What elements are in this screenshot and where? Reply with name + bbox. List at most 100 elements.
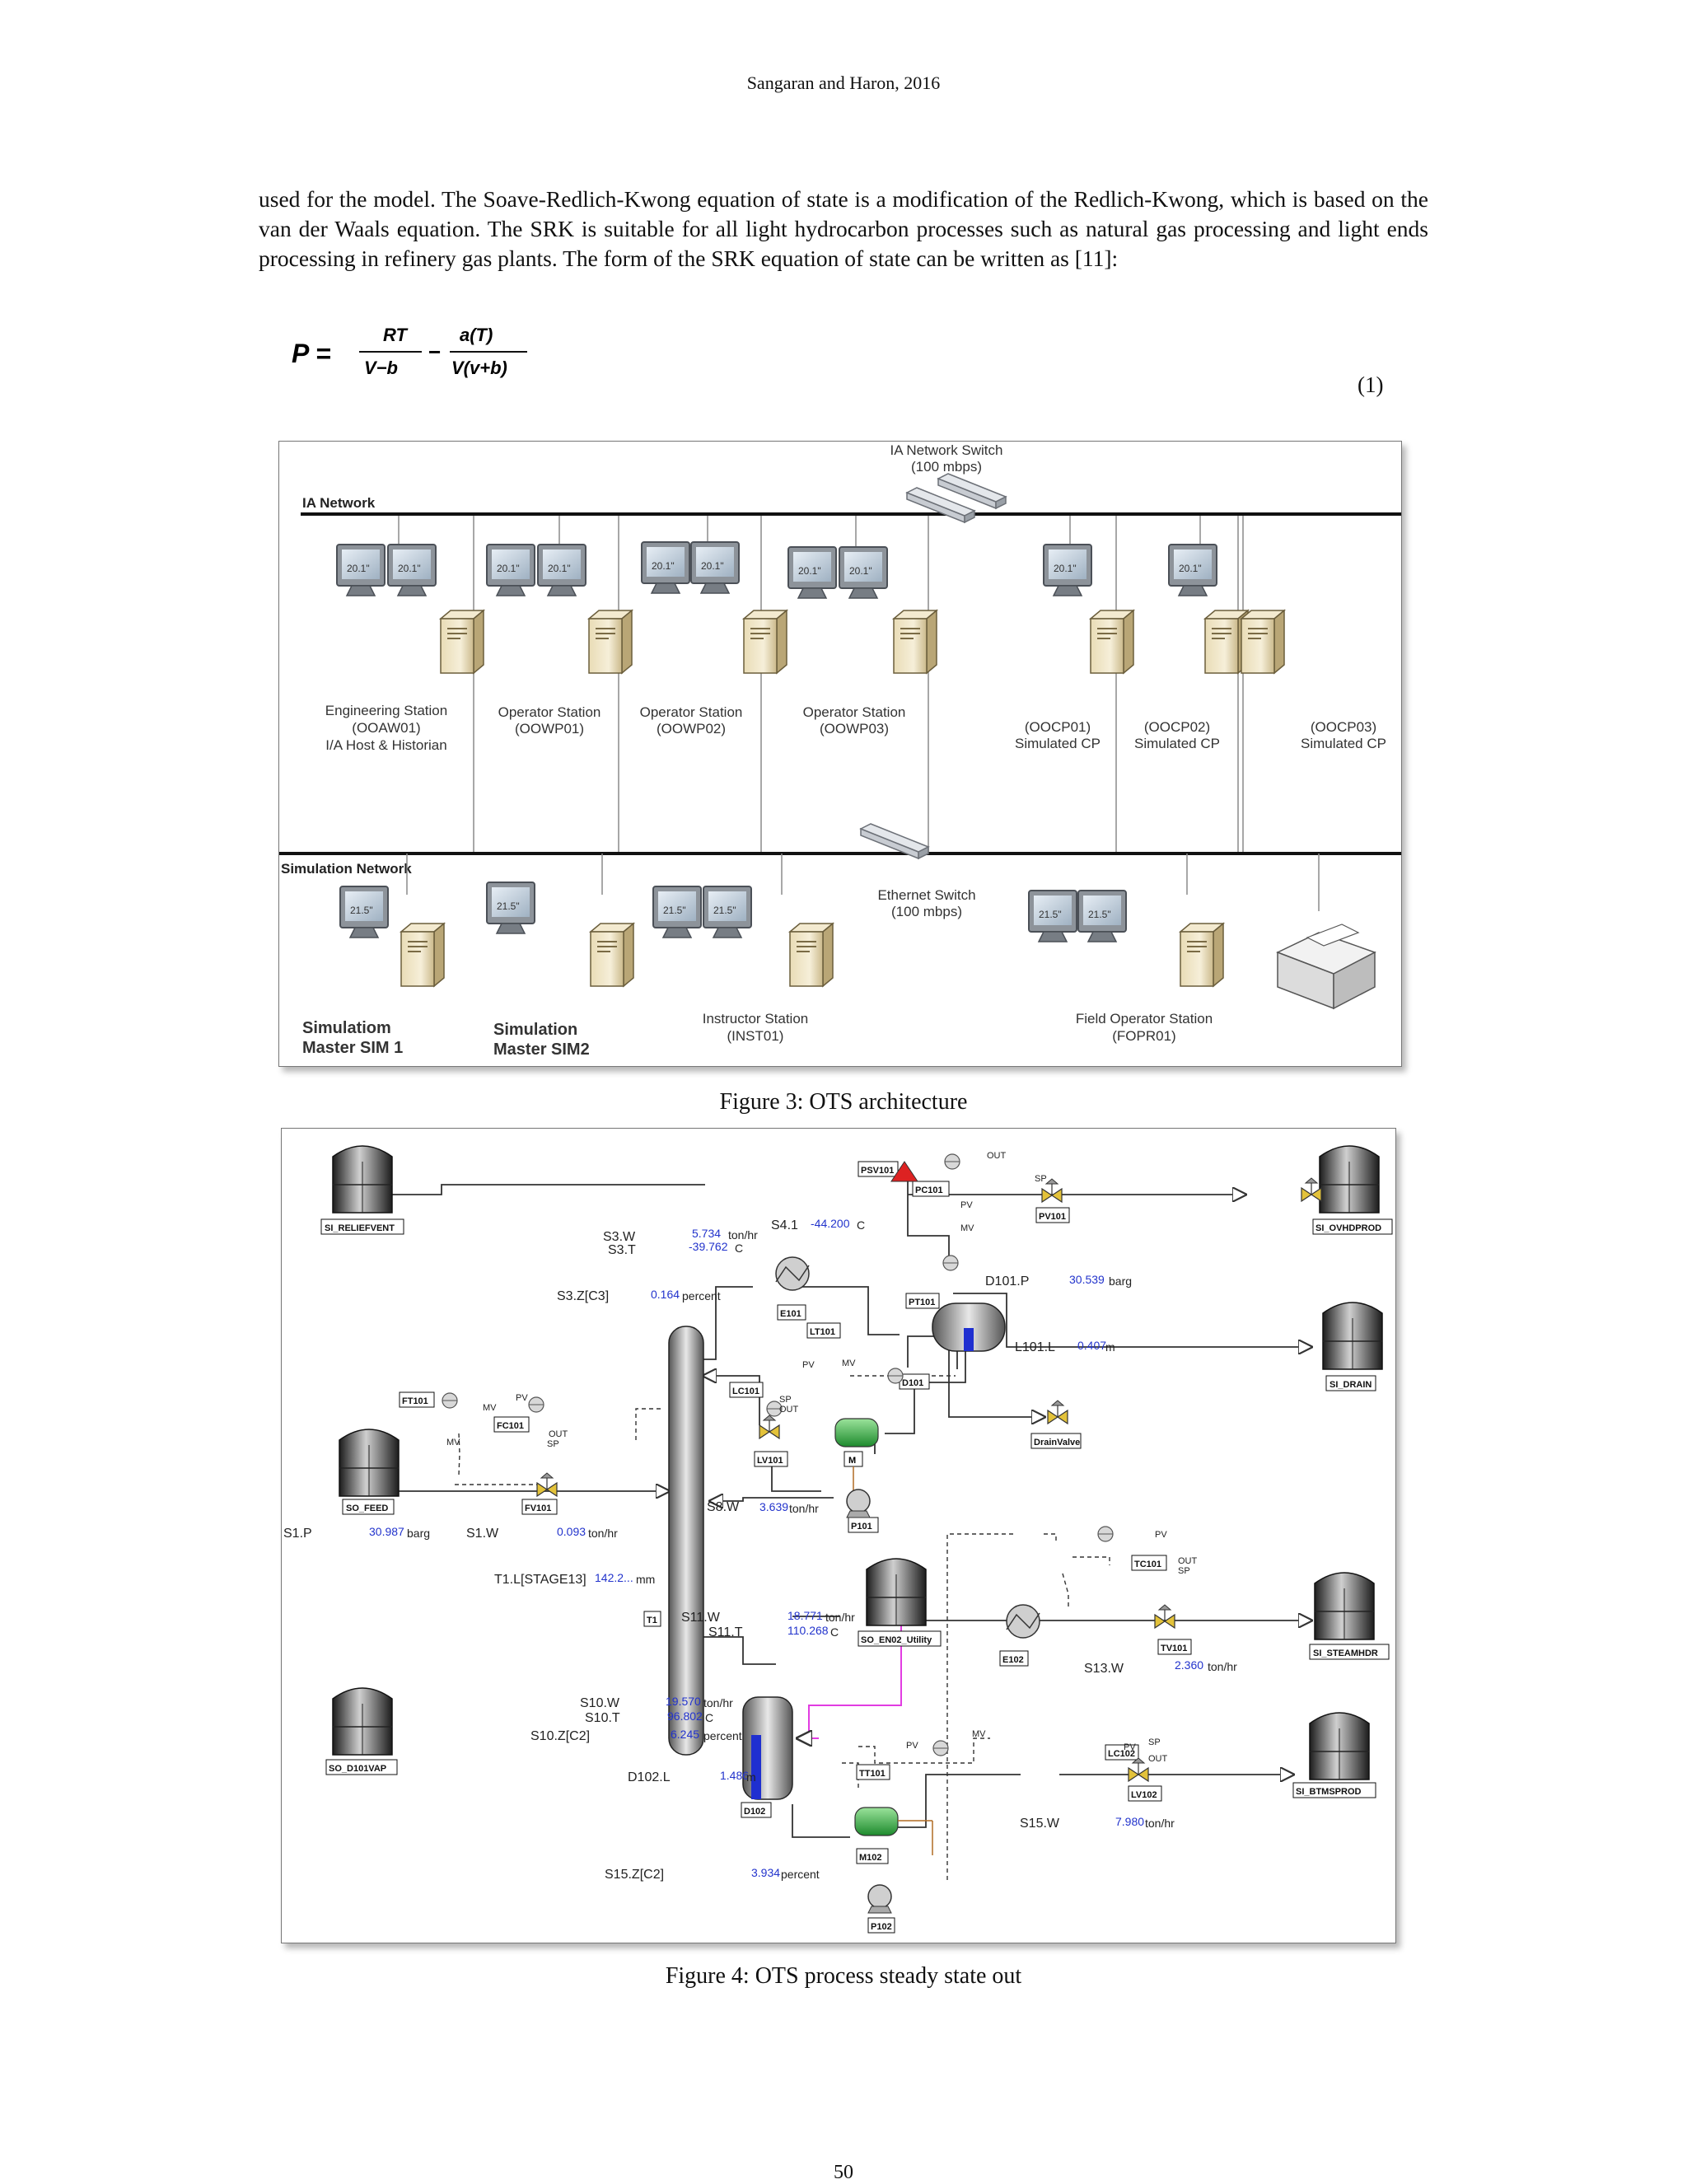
svg-text:T1.L[STAGE13]: T1.L[STAGE13]: [494, 1573, 586, 1587]
svg-text:SO_EN02_Utility: SO_EN02_Utility: [861, 1635, 932, 1645]
monitor-icon: 20.1": [641, 541, 690, 594]
svg-text:21.5": 21.5": [1039, 909, 1062, 920]
svg-text:M102: M102: [859, 1853, 882, 1863]
station-label: Engineering Station: [325, 703, 447, 718]
tank-icon: [332, 1687, 393, 1756]
distillation-column: [668, 1326, 704, 1756]
server-tower-icon: [588, 610, 633, 674]
svg-text:S3.T: S3.T: [608, 1243, 636, 1257]
monitor-icon: 20.1": [387, 544, 437, 596]
svg-text:PV: PV: [516, 1393, 528, 1403]
station-label: Simulatiom: [302, 1019, 391, 1037]
valve-icon: [1047, 1400, 1068, 1424]
tank-icon: [339, 1429, 400, 1497]
svg-text:D102: D102: [744, 1807, 765, 1817]
svg-text:-39.762: -39.762: [689, 1240, 728, 1253]
svg-text:mm: mm: [636, 1573, 655, 1586]
svg-text:PT101: PT101: [909, 1298, 935, 1307]
monitor-icon: 20.1": [1168, 544, 1217, 596]
svg-text:SI_STEAMHDR: SI_STEAMHDR: [1313, 1649, 1378, 1658]
svg-text:20.1": 20.1": [1054, 563, 1077, 574]
server-tower-icon: [789, 923, 834, 987]
svg-text:E102: E102: [1002, 1655, 1024, 1665]
svg-text:PV: PV: [1124, 1742, 1136, 1752]
station-label: (OOCP02): [1144, 719, 1210, 735]
srk-equation: P = RT V−b − a(T) V(v+b): [292, 325, 527, 378]
svg-text:-44.200: -44.200: [811, 1217, 850, 1230]
station-label: (INST01): [727, 1028, 784, 1044]
svg-text:3.934: 3.934: [751, 1866, 780, 1879]
instrument-icon: [1097, 1526, 1114, 1542]
station-label: Field Operator Station: [1076, 1011, 1213, 1027]
svg-text:SP: SP: [1148, 1737, 1161, 1747]
svg-text:S3.W: S3.W: [603, 1230, 636, 1244]
svg-text:20.1": 20.1": [548, 563, 571, 574]
svg-text:S10.Z[C2]: S10.Z[C2]: [530, 1729, 590, 1743]
svg-text:PV: PV: [906, 1741, 918, 1751]
figure-3-caption: Figure 3: OTS architecture: [719, 1089, 968, 1115]
svg-text:OUT: OUT: [1178, 1556, 1198, 1566]
ia-switch-speed: (100 mbps): [911, 459, 982, 475]
station-label: Simulated CP: [1015, 736, 1101, 751]
svg-text:19.570: 19.570: [666, 1695, 701, 1708]
server-tower-icon: [893, 610, 937, 674]
heat-exchanger-e102-icon: [1006, 1604, 1040, 1639]
server-tower-icon: [440, 610, 484, 674]
server-tower-icon: [1090, 610, 1134, 674]
station-label: Master SIM 1: [302, 1039, 403, 1057]
monitor-icon: 20.1": [336, 544, 386, 596]
svg-text:0.407: 0.407: [1077, 1339, 1106, 1352]
eq-minus: −: [428, 339, 441, 364]
svg-text:SO_D101VAP: SO_D101VAP: [329, 1764, 386, 1774]
svg-text:18.771: 18.771: [787, 1609, 823, 1622]
bottoms-drum-d102: [742, 1696, 793, 1800]
svg-text:PV: PV: [1155, 1530, 1167, 1540]
monitor-icon: 20.1": [787, 546, 837, 599]
svg-text:S1.P: S1.P: [283, 1527, 312, 1541]
svg-text:D101.P: D101.P: [985, 1274, 1029, 1288]
svg-text:SP: SP: [1178, 1566, 1190, 1576]
sim-station-labels: Simulatiom Master SIM 1 Simulation Maste…: [302, 1011, 1213, 1059]
relief-valve-icon: [890, 1161, 918, 1182]
sim-drop-lines: [406, 853, 1320, 911]
body-paragraph: used for the model. The Soave-Redlich-Kw…: [259, 186, 1428, 271]
figure-3-canvas: IA Network IA Network Switch (100 mbps) …: [279, 442, 1401, 1059]
svg-text:20.1": 20.1": [497, 563, 520, 574]
tank-icon: [332, 1145, 393, 1214]
svg-text:M: M: [848, 1456, 856, 1466]
motor-m102-icon: [854, 1807, 933, 1855]
station-label: Simulation: [493, 1021, 577, 1039]
svg-text:SI_RELIEFVENT: SI_RELIEFVENT: [325, 1223, 395, 1233]
svg-text:TV101: TV101: [1161, 1644, 1187, 1653]
svg-text:m: m: [1105, 1340, 1115, 1354]
station-label: Master SIM2: [493, 1041, 590, 1059]
svg-text:ton/hr: ton/hr: [825, 1611, 855, 1624]
tank-icon: [1322, 1302, 1383, 1370]
figure-4-canvas: SI_RELIEFVENT SI_OVHDPROD SI_DRAIN SO_FE…: [283, 1145, 1393, 1934]
svg-text:S8.W: S8.W: [707, 1500, 740, 1514]
svg-text:C: C: [830, 1625, 839, 1639]
sim-workstations: 21.5" 21.5" 21.5" 21.5" 21.5" 21.5": [339, 882, 1376, 1010]
svg-text:FC101: FC101: [497, 1421, 524, 1431]
process-lines: [348, 1178, 1311, 1838]
svg-text:MV: MV: [972, 1729, 986, 1739]
signal-tags: OUT PV SP MV PV MV SP OUT MV PV OUT SP M…: [446, 1151, 1198, 1764]
monitor-icon: 20.1": [839, 546, 888, 599]
tank-icon: [1314, 1572, 1375, 1640]
valve-icon: [1128, 1757, 1149, 1782]
instrument-icon: [932, 1740, 949, 1756]
bottoms-drum-level: [751, 1735, 761, 1799]
svg-text:20.1": 20.1": [701, 560, 724, 572]
svg-text:SO_FEED: SO_FEED: [346, 1504, 388, 1513]
control-valves: [536, 1161, 1322, 1782]
monitor-icon: 20.1": [690, 541, 740, 594]
svg-text:D101: D101: [902, 1378, 923, 1388]
monitor-icon: 21.5": [1028, 890, 1077, 942]
svg-text:PV: PV: [802, 1360, 815, 1370]
svg-text:LC101: LC101: [732, 1387, 759, 1396]
svg-text:OUT: OUT: [549, 1429, 568, 1439]
svg-text:S11.W: S11.W: [681, 1611, 721, 1625]
svg-text:barg: barg: [407, 1527, 430, 1540]
eq-num1: RT: [383, 325, 408, 345]
